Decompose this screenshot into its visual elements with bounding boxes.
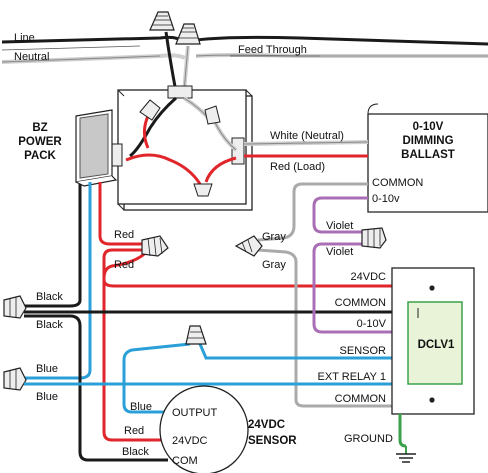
dclv-24vdc-label: 24VDC [351,271,387,283]
red-wire-nut [141,235,169,257]
top-wire-nut-2 [175,23,201,45]
violet-upper-label: Violet [326,220,353,232]
black-wire-nut [3,295,27,319]
red-load-label: Red (Load) [270,161,325,173]
dclv-0-10v-label: 0-10V [357,318,387,330]
sensor-blue-label: Blue [130,401,152,413]
feed-through-label: Feed Through [238,44,307,56]
violet-lower-label: Violet [326,246,353,258]
dclv-ext-relay-label: EXT RELAY 1 [318,371,386,383]
sensor-name-1: 24VDC [248,419,285,431]
red-lead-pack [98,182,146,246]
black-lead-pack [24,184,82,308]
red-upper-label: Red [114,229,134,241]
red-lead-sensor [102,248,168,442]
gray-ballast-common [257,182,368,242]
violet-wire-nut [361,227,387,249]
neutral-label: Neutral [14,51,49,63]
dclv-common-label: COMMON [335,297,386,309]
ballast-label-1: 0-10V [413,121,444,133]
power-pack-label-2: POWER [18,136,62,148]
ground-symbol: GROUND [344,414,416,463]
black-upper-label: Black [36,291,63,303]
violet-dclv [312,242,392,334]
violet-ballast [312,196,368,234]
black-lower-label: Black [36,319,63,331]
blue-lower-label: Blue [36,391,58,403]
dclv-common2-label: COMMON [335,393,386,405]
sensor-black-label: Black [122,446,149,458]
power-pack-label-1: BZ [32,122,47,134]
sensor-com-label: COM [172,455,198,467]
sensor-24vdc-label: 24VDC [172,435,208,447]
dclv1-name: DCLV1 [418,339,455,351]
gray-to-dclv-common [257,248,392,408]
sensor-output-label: OUTPUT [172,407,218,419]
blue-wire-nut [3,367,27,391]
dclv1-device: DCLV1 24VDC COMMON 0-10V SENSOR EXT RELA… [318,267,475,415]
red-lower-label: Red [114,259,134,271]
white-neutral-label: White (Neutral) [270,130,344,142]
ballast-label-2: DIMMING [402,135,453,147]
box-internal-wiring [125,96,238,197]
gray-wire-nut [234,235,263,257]
blue-upper-label: Blue [36,363,58,375]
blue-sensor-to-output [122,342,191,414]
ballast-common-label: COMMON [372,177,423,189]
black-to-sensor-com [24,314,168,462]
ground-label: GROUND [344,433,393,445]
line-label: Line [14,32,35,44]
dclv-sensor-label: SENSOR [340,345,387,357]
sensor-red-label: Red [124,425,144,437]
ballast-feed-wires: White (Neutral) Red (Load) [243,130,369,173]
power-pack-label-3: PACK [24,150,56,162]
sensor-name-2: SENSOR [248,435,297,447]
gray-upper-label: Gray [262,231,286,243]
bz-power-pack: BZ POWER PACK [18,109,118,187]
gray-lower-label: Gray [262,259,286,271]
sensor-blue-wire-nut [185,325,207,345]
top-wire-nut [149,11,175,31]
ballast-label-3: BALLAST [401,149,455,161]
blue-sensor-to-dclv [198,343,392,360]
24vdc-sensor: OUTPUT 24VDC COM 24VDC SENSOR Blue Red B… [122,385,297,473]
ballast-0-10v-label: 0-10v [372,193,400,205]
red-lead-dclv [102,247,392,288]
dimming-ballast: 0-10V DIMMING BALLAST COMMON 0-10v [367,103,488,213]
line-neutral-feed: Line Neutral Feed Through [1,11,488,93]
